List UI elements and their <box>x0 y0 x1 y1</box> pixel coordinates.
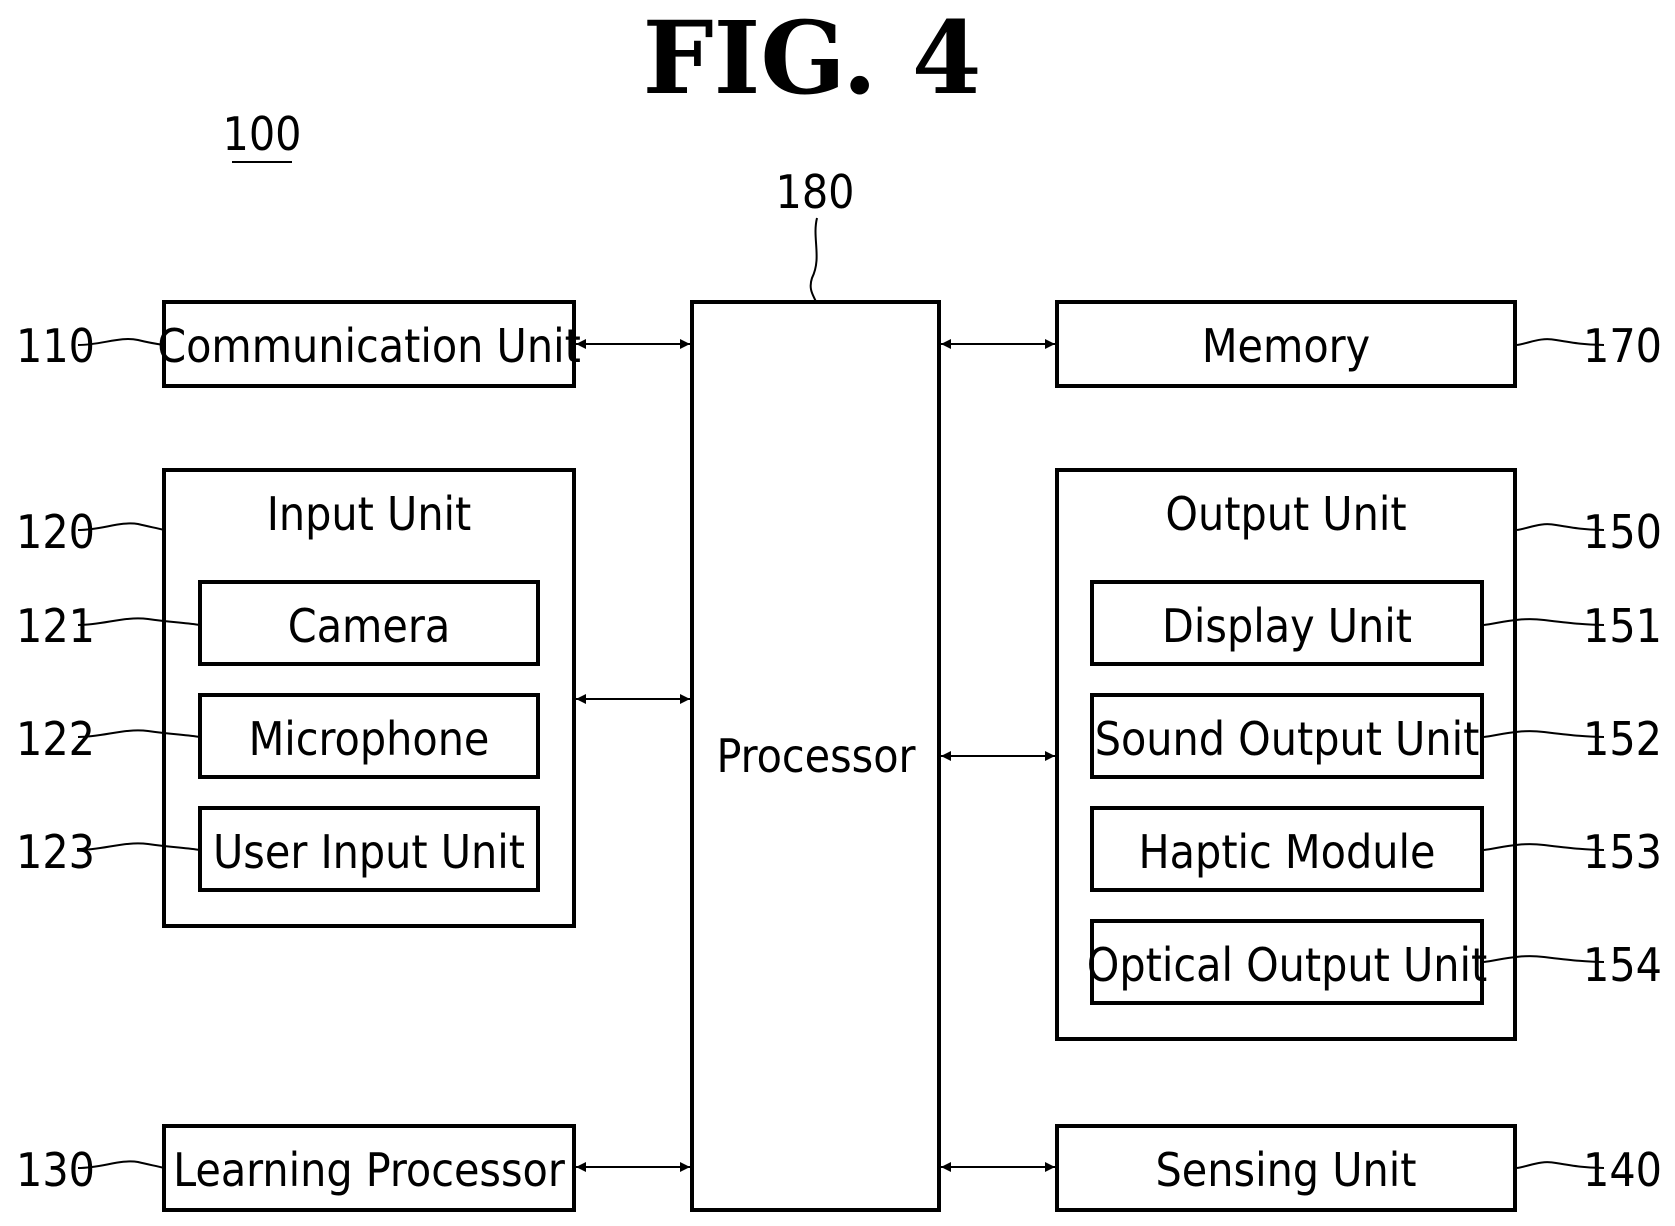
output-unit-ref: 150 <box>1583 505 1662 559</box>
communication-unit-label: Communication Unit <box>157 319 581 373</box>
processor-ref: 180 <box>776 165 855 219</box>
microphone-ref: 122 <box>16 712 95 766</box>
device-ref: 100 <box>223 107 302 161</box>
haptic-module-label: Haptic Module <box>1139 825 1436 879</box>
learning-processor-label: Learning Processor <box>173 1143 566 1197</box>
learning-processor-ref: 130 <box>16 1143 95 1197</box>
sound-output-unit-label: Sound Output Unit <box>1095 712 1480 766</box>
input-unit-ref: 120 <box>16 505 95 559</box>
camera-ref: 121 <box>16 599 95 653</box>
optical-output-unit-ref: 154 <box>1583 938 1662 992</box>
microphone-label: Microphone <box>249 712 490 766</box>
display-unit-label: Display Unit <box>1162 599 1412 653</box>
sound-output-unit-ref: 152 <box>1583 712 1662 766</box>
output-unit-label: Output Unit <box>1165 487 1406 541</box>
user-input-unit-label: User Input Unit <box>213 825 525 879</box>
sensing-unit-label: Sensing Unit <box>1156 1143 1417 1197</box>
haptic-module-ref: 153 <box>1583 825 1662 879</box>
memory-ref: 170 <box>1583 319 1662 373</box>
communication-unit-ref: 110 <box>16 319 95 373</box>
processor-leader <box>811 218 817 302</box>
figure-title: FIG. 4 <box>643 0 982 117</box>
user-input-unit-ref: 123 <box>16 825 95 879</box>
sensing-unit-ref: 140 <box>1583 1143 1662 1197</box>
input-unit-label: Input Unit <box>267 487 472 541</box>
memory-label: Memory <box>1202 319 1370 373</box>
processor-label: Processor <box>716 729 916 783</box>
camera-label: Camera <box>288 599 450 653</box>
display-unit-ref: 151 <box>1583 599 1662 653</box>
optical-output-unit-label: Optical Output Unit <box>1087 938 1487 992</box>
